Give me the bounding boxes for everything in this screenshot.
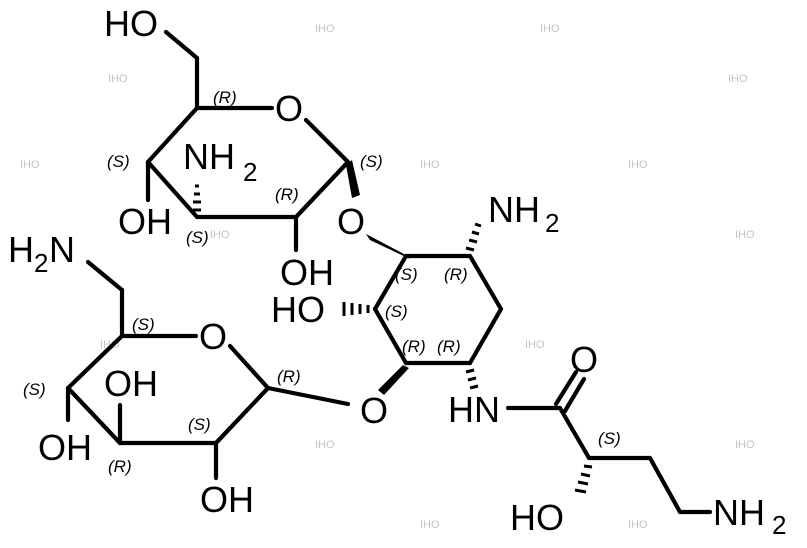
atom-ring-o-top: O bbox=[275, 88, 303, 129]
atom-oh-bottom-a: OH bbox=[104, 363, 158, 404]
atom-link-o-upper: O bbox=[337, 201, 365, 242]
atom-ring-o-bottom: O bbox=[199, 316, 227, 357]
central-ring bbox=[372, 253, 504, 366]
central-wedge-upper-o bbox=[366, 234, 410, 259]
watermark: IHO bbox=[628, 159, 648, 171]
stereo-label: (R) bbox=[444, 265, 468, 284]
central-wedge-lower-o bbox=[378, 365, 409, 395]
atom-nh2-top-sub: 2 bbox=[243, 157, 257, 187]
side-chain bbox=[505, 369, 713, 515]
watermark: IHO bbox=[420, 519, 440, 531]
watermark: IHO bbox=[420, 159, 440, 171]
stereo-label: (R) bbox=[275, 185, 299, 204]
side-chain-hash-oh bbox=[574, 464, 593, 494]
atom-o-carbonyl: O bbox=[570, 339, 598, 380]
watermark: IHO bbox=[20, 159, 40, 171]
stereo-label: (R) bbox=[213, 88, 237, 107]
stereo-label: (S) bbox=[395, 265, 418, 284]
central-hash-nh bbox=[465, 368, 479, 390]
atom-nh2-chain-sub: 2 bbox=[772, 510, 786, 540]
atom-ho-mid: HO bbox=[271, 289, 325, 330]
atom-oh-top-left: OH bbox=[118, 201, 172, 242]
top-sugar-hash-nh2 bbox=[193, 184, 201, 212]
watermark: IHO bbox=[315, 439, 335, 451]
watermark: IHO bbox=[728, 73, 748, 85]
stereo-label: (R) bbox=[437, 337, 461, 356]
atom-nh2-right: NH bbox=[488, 189, 540, 230]
stereo-label: (S) bbox=[107, 152, 130, 171]
watermark: IHO bbox=[108, 73, 128, 85]
atom-nh2-right-sub: 2 bbox=[545, 208, 559, 238]
atom-nh2-chain: NH bbox=[713, 492, 765, 533]
watermark: IHO bbox=[735, 229, 755, 241]
watermark: IHO bbox=[628, 519, 648, 531]
atom-h2n-left: H bbox=[8, 229, 34, 270]
watermark: IHO bbox=[525, 339, 545, 351]
stereo-label: (S) bbox=[598, 429, 621, 448]
stereo-label: (S) bbox=[132, 315, 155, 334]
watermark: IHO bbox=[210, 229, 230, 241]
central-hash-ho bbox=[342, 302, 370, 316]
stereo-label: (R) bbox=[108, 457, 132, 476]
atom-nh-amide: HN bbox=[448, 389, 500, 430]
stereo-label: (S) bbox=[360, 152, 383, 171]
top-anomeric-wedge bbox=[346, 160, 360, 198]
watermark: IHO bbox=[315, 23, 335, 35]
atom-oh-top-mid: OH bbox=[280, 252, 334, 293]
watermark-layer: IHO IHO IHO IHO IHO IHO IHO IHO IHO IHO … bbox=[20, 23, 755, 531]
atom-ho-chain: HO bbox=[510, 497, 564, 538]
stereo-label: (R) bbox=[402, 337, 426, 356]
top-sugar-ring bbox=[145, 29, 351, 253]
stereo-label: (S) bbox=[23, 380, 46, 399]
atom-ho-top: HO bbox=[104, 3, 158, 44]
atom-link-o-lower: O bbox=[360, 390, 388, 431]
stereo-label: (S) bbox=[186, 228, 209, 247]
central-hash-nh2 bbox=[465, 222, 482, 252]
bottom-sugar-ring bbox=[65, 259, 351, 481]
stereo-label: (S) bbox=[188, 415, 211, 434]
atom-h2n-left-n: N bbox=[49, 229, 75, 270]
atom-nh2-top: NH bbox=[183, 136, 235, 177]
watermark: IHO bbox=[540, 23, 560, 35]
atom-oh-bottom-c: OH bbox=[200, 479, 254, 520]
stereo-label: (R) bbox=[277, 367, 301, 386]
atom-oh-bottom-b: OH bbox=[38, 427, 92, 468]
watermark: IHO bbox=[735, 439, 755, 451]
stereo-label: (S) bbox=[385, 302, 408, 321]
atom-h2n-left-sub: 2 bbox=[34, 248, 48, 278]
